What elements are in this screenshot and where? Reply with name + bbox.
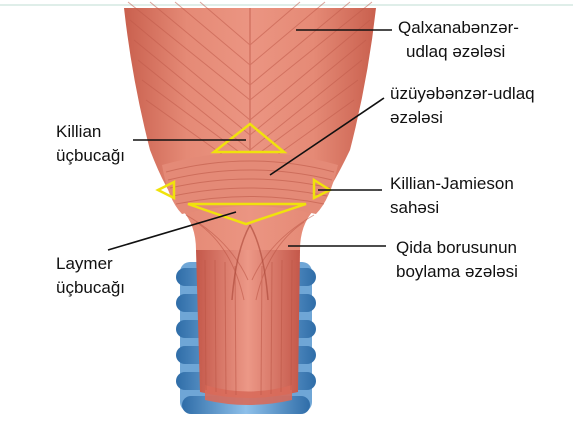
label-killian-triangle: Killian üçbucağı — [56, 120, 125, 168]
esophagus — [196, 250, 300, 398]
label-laimer-triangle: Laymer üçbucağı — [56, 252, 125, 300]
label-thyropharyngeal: Qalxanabənzər- udlaq əzələsi — [398, 16, 519, 64]
label-longitudinal-muscle: Qida borusunun boylama əzələsi — [396, 236, 518, 284]
label-cricopharyngeal: üzüyəbənzər-udlaq əzələsi — [390, 82, 535, 130]
label-killian-jamieson: Killian-Jamieson sahəsi — [390, 172, 514, 220]
